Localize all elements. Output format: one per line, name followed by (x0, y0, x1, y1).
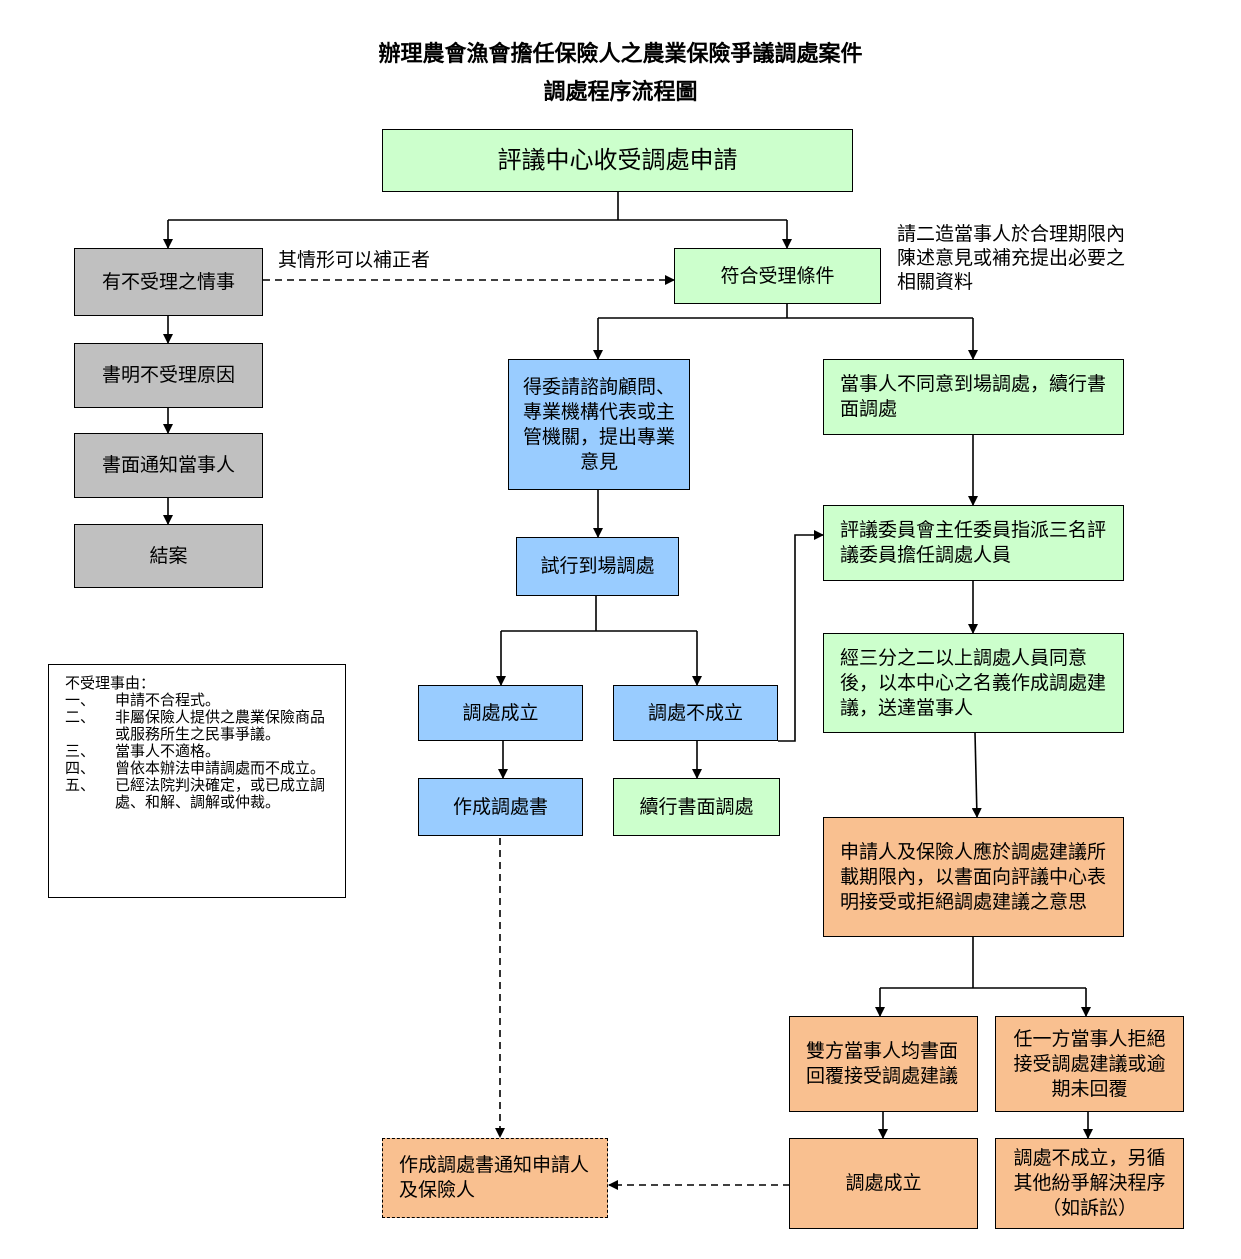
node-final-fail: 調處不成立，另循其他紛爭解決程序（如訴訟） (995, 1138, 1184, 1229)
node-consult: 得委請諮詢顧問、專業機構代表或主管機關，提出專業意見 (508, 359, 690, 490)
reasons-heading: 不受理事由： (65, 674, 156, 692)
node-success: 調處成立 (418, 685, 583, 741)
reasons-box: 不受理事由： 一、申請不合程式。 二、非屬保險人提供之農業保險商品或服務所生之民… (48, 664, 346, 898)
node-reply: 申請人及保險人應於調處建議所載期限內，以書面向評議中心表明接受或拒絕調處建議之意… (823, 817, 1124, 937)
page-subtitle: 調處程序流程圖 (543, 80, 698, 105)
edge-trial-split (501, 596, 697, 632)
edge-to-reply (971, 732, 982, 818)
node-assign: 評議委員會主任委員指派三名評議委員擔任調處人員 (823, 505, 1124, 581)
node-notify-party: 書面通知當事人 (74, 433, 263, 498)
node-eligible: 符合受理條件 (674, 248, 881, 304)
node-close-case: 結案 (74, 524, 263, 588)
node-reject: 任一方當事人拒絕接受調處建議或逾期未回覆 (995, 1016, 1184, 1112)
node-trial: 試行到場調處 (516, 537, 679, 596)
node-continue-written: 續行書面調處 (613, 778, 780, 836)
node-make-doc: 作成調處書 (418, 778, 583, 836)
reason-item: 二、非屬保險人提供之農業保險商品或服務所生之民事爭議。 (65, 708, 326, 743)
edge-fail-to-assign (778, 530, 824, 742)
node-fail: 調處不成立 (613, 685, 778, 741)
reason-item: 三、當事人不適格。 (65, 742, 221, 760)
node-notify-doc: 作成調處書通知申請人及保險人 (382, 1138, 608, 1218)
node-both-accept: 雙方當事人均書面回覆接受調處建議 (789, 1016, 978, 1112)
label-request-note: 請二造當事人於合理期限內陳述意見或補充提出必要之相關資料 (897, 223, 1126, 293)
reason-item: 五、已經法院判決確定，或已成立調處、和解、調解或仲裁。 (65, 776, 326, 811)
reason-item: 一、申請不合程式。 (65, 691, 221, 709)
edge-reply-split (880, 937, 1086, 989)
edge-eligible-split (598, 304, 973, 319)
node-not-accepted: 有不受理之情事 (74, 248, 263, 316)
node-state-reason: 書明不受理原因 (74, 343, 263, 408)
node-final-success: 調處成立 (789, 1138, 978, 1229)
node-receive: 評議中心收受調處申請 (382, 129, 853, 192)
label-correctable: 其情形可以補正者 (278, 249, 431, 271)
page-title: 辦理農會漁會擔任保險人之農業保險爭議調處案件 (378, 42, 863, 67)
node-recommend: 經三分之二以上調處人員同意後，以本中心之名義作成調處建議，送達當事人 (823, 633, 1124, 733)
node-party-disagree: 當事人不同意到場調處，續行書面調處 (823, 359, 1124, 435)
reason-item: 四、曾依本辦法申請調處而不成立。 (65, 759, 326, 777)
edge-receive-split (168, 192, 787, 221)
